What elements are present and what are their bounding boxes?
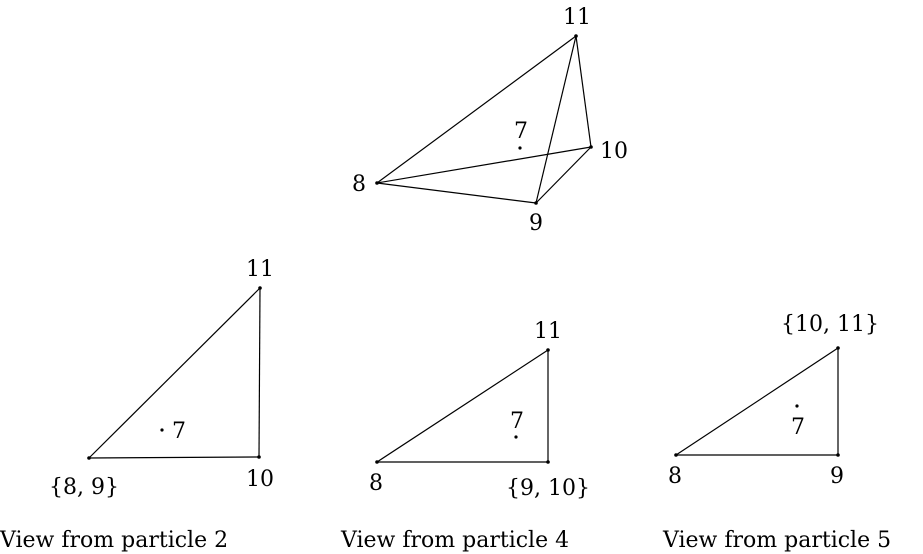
label-interior-7: 7 (791, 415, 805, 440)
edge-11-9 (535, 35, 577, 204)
label-vertex-8: 8 (352, 172, 366, 197)
view-from-particle-5: {10, 11} 8 9 7 View from particle 5 (662, 312, 891, 553)
label-vertex-11: 11 (563, 5, 591, 30)
view-from-particle-2: 11 {8, 9} 10 7 View from particle 2 (0, 257, 274, 553)
tetrahedron-figure: 11 10 8 9 7 (352, 5, 628, 236)
vertex-9 (534, 201, 538, 205)
label-right: 10 (246, 467, 274, 492)
edge-left-right (88, 456, 260, 459)
edge-left-top (88, 287, 261, 459)
vertex-top (546, 348, 550, 352)
label-vertex-9: 9 (529, 211, 543, 236)
label-left: {8, 9} (49, 475, 119, 500)
label-right: 9 (830, 464, 844, 489)
vertex-top (258, 286, 262, 290)
interior-point-7 (514, 435, 518, 439)
vertex-right (546, 460, 550, 464)
interior-point-7 (518, 146, 522, 150)
edge-left-top (376, 349, 549, 463)
vertex-11 (574, 34, 578, 38)
vertex-8 (375, 181, 379, 185)
vertex-right (836, 453, 840, 457)
vertex-left (87, 456, 91, 460)
edge-10-9 (535, 146, 592, 204)
label-left: 8 (668, 464, 682, 489)
label-interior-7: 7 (510, 409, 524, 434)
label-interior-7: 7 (172, 419, 186, 444)
vertex-10 (589, 145, 593, 149)
label-vertex-10: 10 (600, 139, 628, 164)
caption-view-5: View from particle 5 (662, 528, 891, 553)
label-top: {10, 11} (781, 312, 879, 337)
vertex-left (674, 453, 678, 457)
view-from-particle-4: 11 8 {9, 10} 7 View from particle 4 (340, 319, 590, 553)
caption-view-4: View from particle 4 (340, 528, 569, 553)
label-top: 11 (534, 319, 562, 344)
edge-11-10 (575, 35, 592, 148)
edge-8-9 (376, 182, 537, 204)
interior-point-7 (160, 428, 164, 432)
caption-view-2: View from particle 2 (0, 528, 228, 553)
edge-left-top (675, 347, 839, 456)
label-right: {9, 10} (506, 476, 590, 501)
label-interior-7: 7 (514, 119, 528, 144)
interior-point-7 (795, 404, 799, 408)
label-left: 8 (369, 471, 383, 496)
label-top: 11 (246, 257, 274, 282)
edge-8-11 (376, 35, 577, 184)
edge-8-10 (376, 146, 592, 184)
vertex-right (257, 455, 261, 459)
edge-top-right (258, 287, 261, 458)
vertex-top (836, 346, 840, 350)
vertex-left (375, 460, 379, 464)
